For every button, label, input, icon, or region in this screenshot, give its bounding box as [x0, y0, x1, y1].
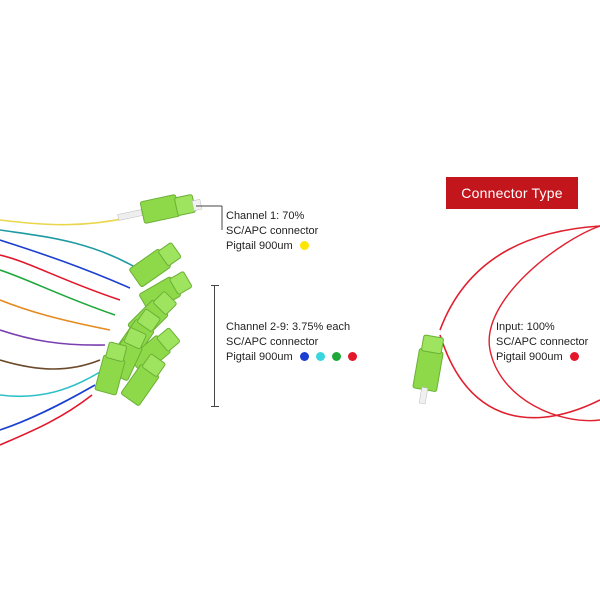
input-label: Input: 100% SC/APC connector Pigtail 900… — [496, 320, 588, 365]
fiber-cyan — [0, 371, 101, 398]
channel1-pigtail-text: Pigtail 900um — [226, 240, 293, 252]
channel1-ratio: Channel 1: 70% — [226, 210, 305, 222]
channel1-connector-type: SC/APC connector — [226, 225, 319, 237]
connector-type-badge: Connector Type — [446, 177, 578, 209]
input-fiber-illustration — [412, 225, 600, 422]
fiber-purple — [0, 329, 106, 346]
input-pigtail: Pigtail 900um — [496, 350, 588, 365]
yellow-dot-icon — [299, 241, 309, 250]
channel2-9-pigtail-text: Pigtail 900um — [226, 351, 293, 363]
channel1-pigtail: Pigtail 900um — [226, 239, 318, 254]
channel2-9-bracket — [211, 285, 219, 407]
channel2-9-connectors — [94, 242, 192, 406]
channel1-connector — [117, 194, 203, 224]
cyan-dot-icon — [315, 352, 325, 361]
fiber-green — [0, 269, 116, 316]
channel2-9-label: Channel 2-9: 3.75% each SC/APC connector… — [226, 320, 357, 365]
fiber-red — [0, 254, 121, 301]
channel1-label: Channel 1: 70% SC/APC connector Pigtail … — [226, 209, 318, 254]
fiber-blue — [0, 239, 131, 289]
channel2-9-connector-type: SC/APC connector — [226, 336, 319, 348]
input-ratio: Input: 100% — [496, 321, 555, 333]
input-pigtail-text: Pigtail 900um — [496, 351, 563, 363]
channel2-9-pigtail: Pigtail 900um — [226, 350, 357, 365]
fiber-blue-2 — [0, 384, 96, 431]
fiber-orange — [0, 299, 111, 331]
green-dot-icon — [331, 352, 341, 361]
fiber-brown — [0, 359, 101, 370]
blue-dot-icon — [299, 352, 309, 361]
red-dot-icon — [569, 352, 579, 361]
red-dot-icon — [347, 352, 357, 361]
input-connector-type: SC/APC connector — [496, 336, 589, 348]
fiber-teal — [0, 229, 141, 271]
fiber-red-2 — [0, 394, 93, 446]
fiber-strands — [0, 211, 151, 446]
channel2-9-ratio: Channel 2-9: 3.75% each — [226, 321, 351, 333]
